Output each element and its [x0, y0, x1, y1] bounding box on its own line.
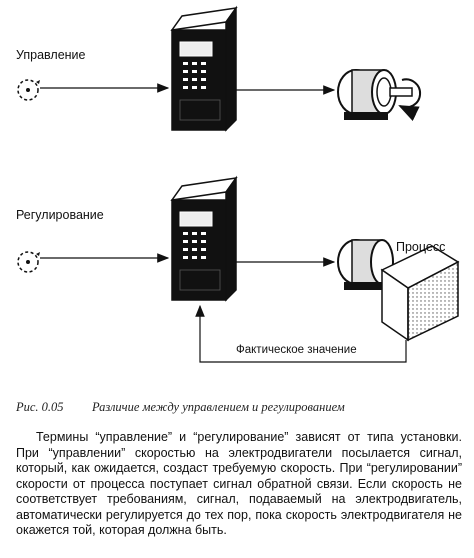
- setpoint-dial-icon-bottom: [17, 251, 40, 273]
- motor-icon-top: [337, 69, 422, 122]
- feedback-label: Фактическое значение: [236, 344, 357, 356]
- figure-caption: Рис. 0.05 Различие между управлением и ре…: [16, 400, 345, 415]
- body-paragraph: Термины “управление” и “регулирование” з…: [16, 430, 462, 537]
- setpoint-dial-icon-top: [17, 79, 40, 101]
- feedback-signal-arrow: [195, 304, 407, 363]
- control-label: Управление: [16, 48, 86, 62]
- process-label: Процесс: [396, 240, 446, 254]
- figure-number: Рис. 0.05: [16, 400, 64, 414]
- regulation-label: Регулирование: [16, 208, 104, 222]
- frequency-converter-top: [170, 5, 238, 132]
- body-text: Термины “управление” и “регулирование” з…: [16, 430, 462, 539]
- frequency-converter-bottom: [170, 175, 238, 302]
- control-vs-regulation-diagram: [17, 5, 460, 363]
- process-block-icon: [380, 245, 460, 342]
- figure-title: Различие между управлением и регулирован…: [92, 400, 345, 414]
